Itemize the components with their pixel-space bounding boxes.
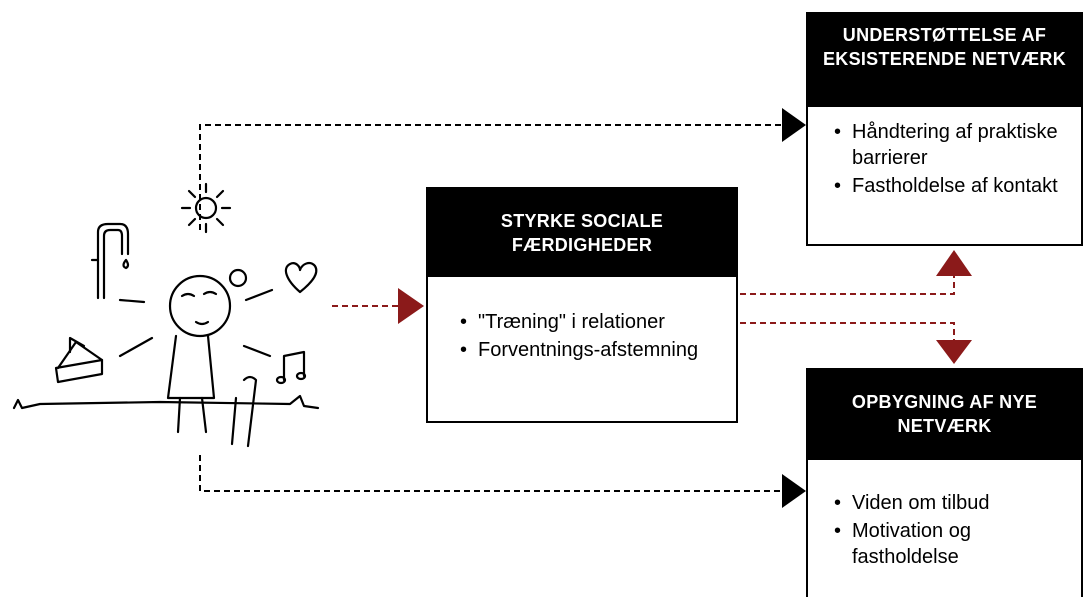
list-item: Motivation og fastholdelse (834, 518, 1081, 570)
elderly-person-with-cane-icon (12, 182, 320, 448)
dashed-connector-red-down (740, 322, 955, 340)
box-styrke-sociale-faerdigheder: STYRKE SOCIALE FÆRDIGHEDER "Træning" i r… (426, 187, 738, 423)
box-title: OPBYGNING AF NYE NETVÆRK (808, 370, 1081, 460)
heart-icon (284, 261, 318, 294)
dashed-connector-bottom (199, 455, 782, 492)
box-opbygning-af-nye-netvaerk: OPBYGNING AF NYE NETVÆRK Viden om tilbud… (806, 368, 1083, 597)
list-item: Fastholdelse af kontakt (834, 173, 1081, 199)
music-note-icon (275, 350, 307, 385)
arrowhead-red-down (936, 340, 972, 364)
list-item: Håndtering af praktiske barrierer (834, 119, 1081, 171)
arrowhead-red-middle (398, 288, 424, 324)
bullet-list: Viden om tilbud Motivation og fastholdel… (808, 460, 1081, 570)
water-tap-icon (90, 222, 130, 300)
arrowhead-bottom-right (782, 474, 806, 508)
arrowhead-red-up (936, 250, 972, 276)
box-title: STYRKE SOCIALE FÆRDIGHEDER (428, 189, 736, 277)
cake-icon (54, 336, 104, 384)
bullet-list: Håndtering af praktiske barrierer Fastho… (808, 107, 1081, 199)
box-understoettelse-af-eksisterende-netvaerk: UNDERSTØTTELSE AF EKSISTERENDE NETVÆRK H… (806, 12, 1083, 246)
bullet-list: "Træning" i relationer Forventnings-afst… (428, 277, 736, 363)
sun-icon (180, 182, 232, 234)
grass-icon (12, 394, 320, 410)
dashed-connector-red-up (740, 276, 955, 295)
box-title: UNDERSTØTTELSE AF EKSISTERENDE NETVÆRK (808, 14, 1081, 107)
list-item: Forventnings-afstemning (460, 337, 736, 363)
arrowhead-top-right (782, 108, 806, 142)
dashed-connector-top (199, 124, 782, 230)
list-item: "Træning" i relationer (460, 309, 736, 335)
list-item: Viden om tilbud (834, 490, 1081, 516)
